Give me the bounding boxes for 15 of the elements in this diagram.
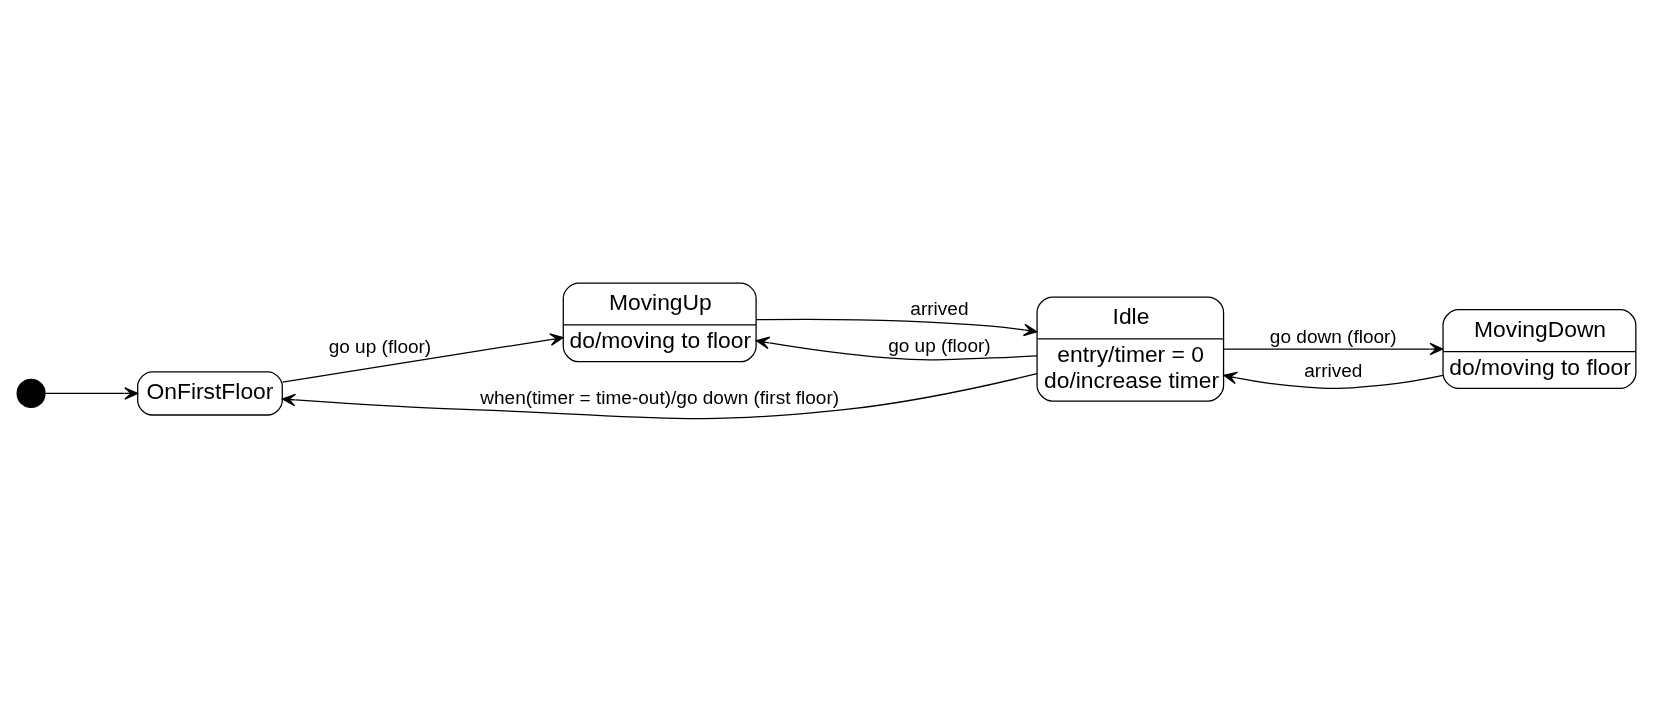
arrow bbox=[755, 318, 1038, 336]
arrow bbox=[45, 386, 139, 400]
arrow bbox=[281, 372, 1038, 419]
arrow bbox=[1223, 371, 1444, 389]
edge-label: when(timer = time-out)/go down (first floor) bbox=[480, 386, 840, 408]
node-circle bbox=[16, 378, 46, 408]
edge-label: arrived bbox=[1304, 359, 1363, 381]
edge-label: go up (floor) bbox=[328, 335, 432, 357]
edge-label: go down (floor) bbox=[1269, 325, 1397, 347]
arrow bbox=[1223, 342, 1444, 355]
edge-label: go up (floor) bbox=[888, 334, 991, 356]
arrow bbox=[281, 332, 564, 383]
edge-label: arrived bbox=[910, 297, 969, 319]
node-box: OnFirstFloor bbox=[137, 370, 283, 416]
arrow bbox=[755, 336, 1038, 361]
